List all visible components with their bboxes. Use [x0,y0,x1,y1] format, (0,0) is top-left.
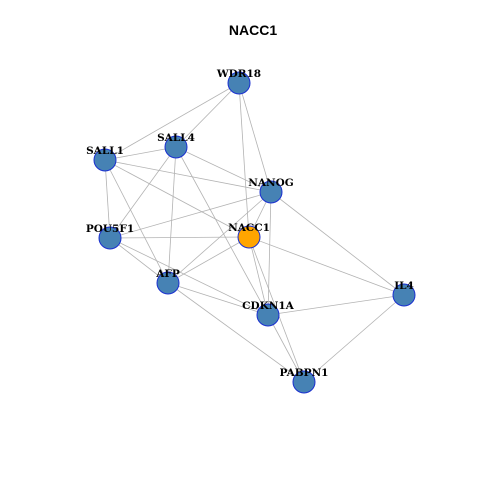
node-il4 [392,283,416,307]
node-pou5f1 [98,226,122,250]
edge-nacc1-il4 [248,236,405,296]
node-label-pabpn1: PABPN1 [280,367,329,379]
edge-nanog-il4 [270,191,405,296]
edge-nacc1-afp [167,236,250,284]
node-nacc1 [237,225,261,249]
edge-nanog-pou5f1 [109,191,272,239]
node-label-afp: AFP [155,268,180,280]
edge-sall4-nanog [175,146,272,193]
node-label-pou5f1: POU5F1 [86,223,134,235]
node-label-nacc1: NACC1 [228,222,270,234]
edge-il4-pabpn1 [303,294,405,383]
edge-cdkn1a-il4 [267,294,405,316]
edge-nanog-cdkn1a [267,191,272,316]
node-label-sall4: SALL4 [157,132,195,144]
edge-wdr18-sall4 [175,82,240,148]
edge-sall4-pou5f1 [109,146,177,239]
edge-pou5f1-cdkn1a [109,237,269,316]
edge-wdr18-nanog [238,82,272,193]
edge-wdr18-nacc1 [238,82,250,238]
edge-sall1-afp [104,159,169,284]
edge-cdkn1a-pabpn1 [267,314,305,383]
node-label-il4: IL4 [394,280,414,292]
edge-sall1-sall4 [104,146,177,161]
node-label-sall1: SALL1 [86,145,124,157]
edge-sall4-afp [167,146,177,284]
node-label-cdkn1a: CDKN1A [242,300,294,312]
edge-pou5f1-afp [109,237,169,284]
node-afp [156,271,180,295]
edge-sall4-cdkn1a [175,146,269,316]
node-sall1 [93,148,117,172]
node-pabpn1 [292,370,316,394]
edge-sall1-pou5f1 [104,159,111,239]
node-layer [93,71,416,394]
node-wdr18 [227,71,251,95]
node-cdkn1a [256,303,280,327]
edge-sall1-nanog [104,159,272,193]
diagram-title: NACC1 [229,22,277,38]
node-label-nanog: NANOG [248,177,293,189]
node-sall4 [164,135,188,159]
edge-nacc1-cdkn1a [248,236,269,316]
edge-wdr18-sall1 [104,82,240,161]
edge-pou5f1-nacc1 [109,236,250,239]
node-nanog [259,180,283,204]
edge-sall1-nacc1 [104,159,250,238]
node-label-wdr18: WDR18 [216,68,261,80]
edge-afp-pabpn1 [167,282,305,383]
edge-afp-cdkn1a [167,282,269,316]
